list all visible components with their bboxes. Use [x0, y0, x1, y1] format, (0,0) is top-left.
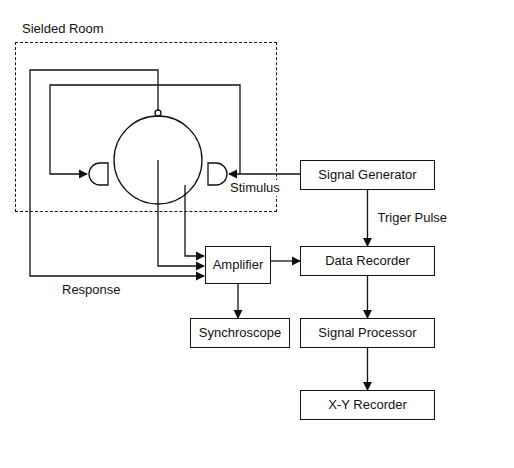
process-box: X-Y Recorder [300, 390, 435, 420]
signal-arrow [367, 348, 368, 390]
response-wire [30, 70, 204, 276]
signal-label: Stimulus [228, 180, 282, 196]
process-box: Signal Processor [300, 318, 435, 348]
box-label: Signal Generator [318, 167, 416, 183]
edge-label: Triger Pulse [376, 210, 450, 226]
box-label: Synchroscope [199, 325, 281, 341]
signal-arrow [367, 190, 368, 246]
signal-arrow [237, 284, 238, 318]
process-box: Signal Generator [300, 160, 435, 190]
process-box: Data Recorder [300, 246, 435, 276]
response-wire [185, 185, 204, 256]
response-wire [158, 160, 204, 266]
box-label: Data Recorder [325, 253, 410, 269]
box-label: X-Y Recorder [328, 397, 407, 413]
process-box: Amplifier [205, 246, 271, 284]
box-label: Signal Processor [318, 325, 416, 341]
speaker-loop-wire [50, 85, 240, 174]
signal-label: Response [60, 282, 123, 298]
speaker-right [208, 163, 227, 185]
signal-arrow [367, 276, 368, 318]
electrode [155, 110, 161, 116]
signal-arrow [271, 260, 300, 261]
box-label: Amplifier [213, 257, 264, 273]
speaker-left [89, 163, 108, 185]
process-box: Synchroscope [190, 318, 290, 348]
room-label: Sielded Room [22, 21, 104, 37]
